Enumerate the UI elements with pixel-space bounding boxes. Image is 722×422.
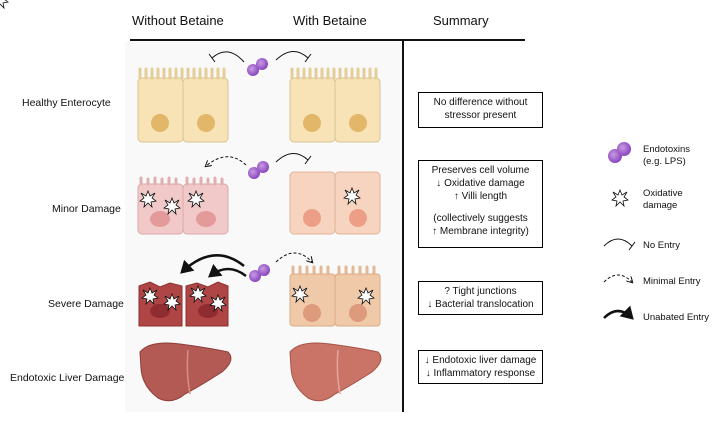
healthy-cells-with-betaine <box>289 67 381 143</box>
legend-label-minimal-entry: Minimal Entry <box>643 276 701 287</box>
row-label-severe: Severe Damage <box>48 298 124 310</box>
severe-damage-cells-with-betaine <box>289 265 381 327</box>
header-without-betaine: Without Betaine <box>132 13 224 28</box>
minor-damage-cells-without-betaine <box>137 176 229 235</box>
legend-label-unabated-entry: Unabated Entry <box>643 312 710 323</box>
endotoxin-row2 <box>248 161 269 179</box>
minor-damage-cells-with-betaine <box>289 171 381 235</box>
unabated-entry-arrow-row3-a <box>180 254 245 274</box>
no-entry-arrow-row1-right <box>275 51 309 61</box>
legend-endotoxin-icon <box>608 142 631 163</box>
healthy-cells-without-betaine <box>137 67 229 143</box>
legend-minimal-entry-icon <box>603 274 632 282</box>
legend-label-oxidative: Oxidative damage <box>643 188 683 211</box>
row-label-liver: Endotoxic Liver Damage <box>10 372 125 384</box>
legend-no-entry-icon <box>603 238 636 251</box>
header-with-betaine: With Betaine <box>293 13 367 28</box>
summary-box-liver: ↓ Endotoxic liver damage ↓ Inflammatory … <box>418 350 543 384</box>
healthy-liver <box>289 342 382 402</box>
legend-label-no-entry: No Entry <box>643 240 680 251</box>
endotoxin-row3 <box>249 264 270 282</box>
summary-box-healthy: No difference without stressor present <box>418 92 543 128</box>
no-entry-arrow-row2 <box>275 153 309 163</box>
row-label-healthy: Healthy Enterocyte <box>22 97 111 109</box>
minimal-entry-arrow-row2 <box>206 156 247 166</box>
unabated-entry-arrow-row3-b <box>208 263 247 278</box>
summary-box-severe: ? Tight junctions ↓ Bacterial translocat… <box>418 281 543 315</box>
legend-label-endotoxins: Endotoxins (e.g. LPS) <box>643 144 691 167</box>
damaged-liver <box>139 342 232 402</box>
header-summary: Summary <box>433 13 489 28</box>
no-entry-arrow-row1-left <box>211 51 245 63</box>
legend-unabated-entry-icon <box>603 305 634 320</box>
row-label-minor: Minor Damage <box>52 203 121 215</box>
endotoxin-row1 <box>247 58 268 76</box>
minimal-entry-arrow-row3 <box>275 252 312 262</box>
summary-box-minor: Preserves cell volume ↓ Oxidative damage… <box>418 160 543 248</box>
